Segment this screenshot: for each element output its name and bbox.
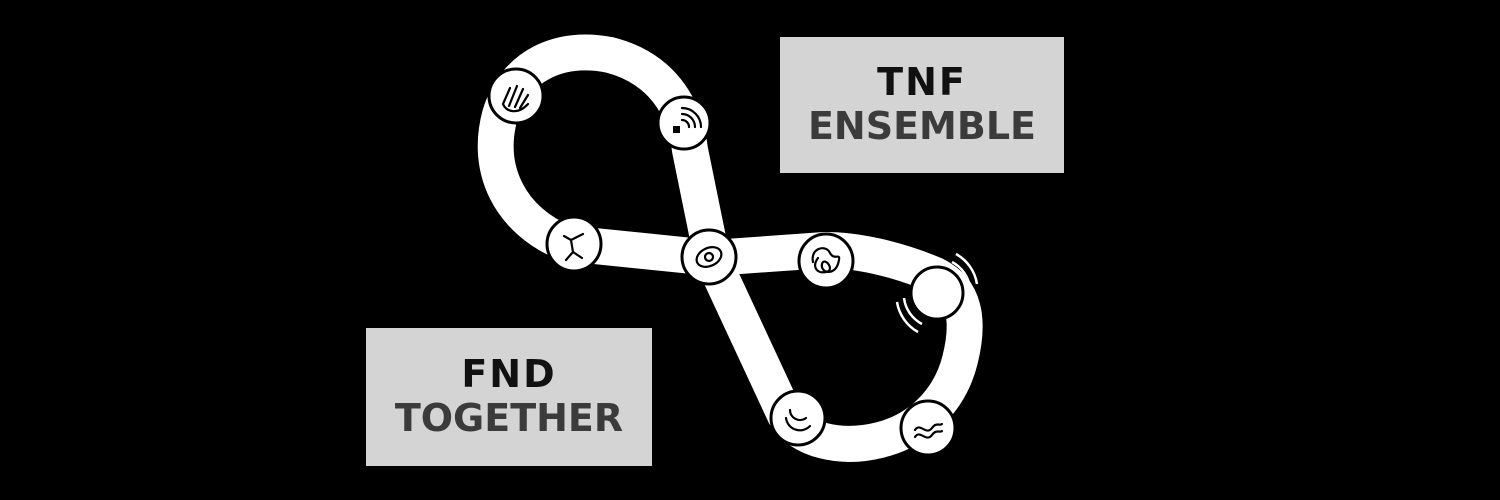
node-eye xyxy=(680,228,738,286)
node-stick-figure xyxy=(545,215,603,273)
stick-figure-icon xyxy=(562,232,585,262)
ensemble-label: ENSEMBLE xyxy=(807,104,1037,148)
ripple-icon xyxy=(784,408,812,432)
wave-icon xyxy=(913,422,944,439)
wifi-icon xyxy=(673,106,703,133)
eye-icon xyxy=(695,246,723,268)
node-ripple xyxy=(769,389,827,447)
tangle-icon xyxy=(811,247,841,274)
together-label: TOGETHER xyxy=(394,396,624,440)
tnf-label: TNF xyxy=(877,60,967,105)
vibration-icon xyxy=(895,252,979,334)
node-tangle xyxy=(797,232,855,290)
node-hand xyxy=(487,67,545,125)
hand-icon xyxy=(501,84,530,113)
node-vibration xyxy=(895,252,979,334)
tnf-ensemble-box: TNF ENSEMBLE xyxy=(780,37,1064,173)
fnd-together-box: FND TOGETHER xyxy=(366,328,652,466)
fnd-label: FND xyxy=(461,352,557,397)
node-wifi xyxy=(656,95,712,151)
node-wave xyxy=(899,399,957,457)
